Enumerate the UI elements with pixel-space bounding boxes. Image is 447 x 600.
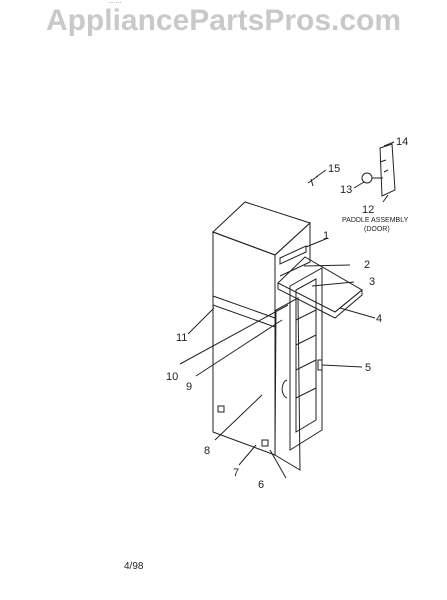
- callout-15: 15: [328, 163, 340, 175]
- foot-right: [261, 439, 269, 447]
- cabinet-top: [212, 201, 311, 256]
- callout-3: 3: [369, 276, 375, 288]
- date-code: 4/98: [124, 561, 144, 572]
- watermark-logo: AppliancePartsPros.com: [45, 4, 402, 37]
- corner-mark: ... ...: [108, 0, 122, 5]
- door-handle: [281, 379, 288, 399]
- side-trim-band: [212, 295, 276, 328]
- callout-2: 2: [364, 259, 370, 271]
- callout-1: 1: [323, 230, 329, 242]
- callout-4: 4: [376, 313, 382, 325]
- callout-6: 6: [258, 479, 264, 491]
- door-panel: [274, 297, 301, 471]
- callout-11: 11: [176, 332, 187, 344]
- callout-12: 12: [362, 204, 374, 216]
- callout-9: 9: [186, 381, 192, 393]
- clip-part: [317, 359, 323, 371]
- dispenser-slot: [279, 245, 307, 265]
- door-frame: [289, 267, 323, 451]
- paddle-bracket: [379, 143, 396, 197]
- drawer-front: [277, 283, 363, 319]
- cabinet-front-upper: [274, 221, 311, 277]
- callout-5: 5: [365, 362, 371, 374]
- callout-10: 10: [166, 371, 178, 383]
- assembly-label-line1: PADDLE ASSEMBLY: [342, 217, 409, 224]
- paddle-knob: [361, 172, 373, 184]
- callout-13: 13: [340, 184, 352, 196]
- screw-part: [307, 175, 319, 187]
- callout-14: 14: [396, 136, 408, 148]
- callout-7: 7: [233, 467, 239, 479]
- foot-left: [217, 405, 225, 413]
- assembly-label-line2: (DOOR): [364, 226, 390, 233]
- callout-8: 8: [204, 445, 210, 457]
- cabinet-left-side: [212, 231, 276, 456]
